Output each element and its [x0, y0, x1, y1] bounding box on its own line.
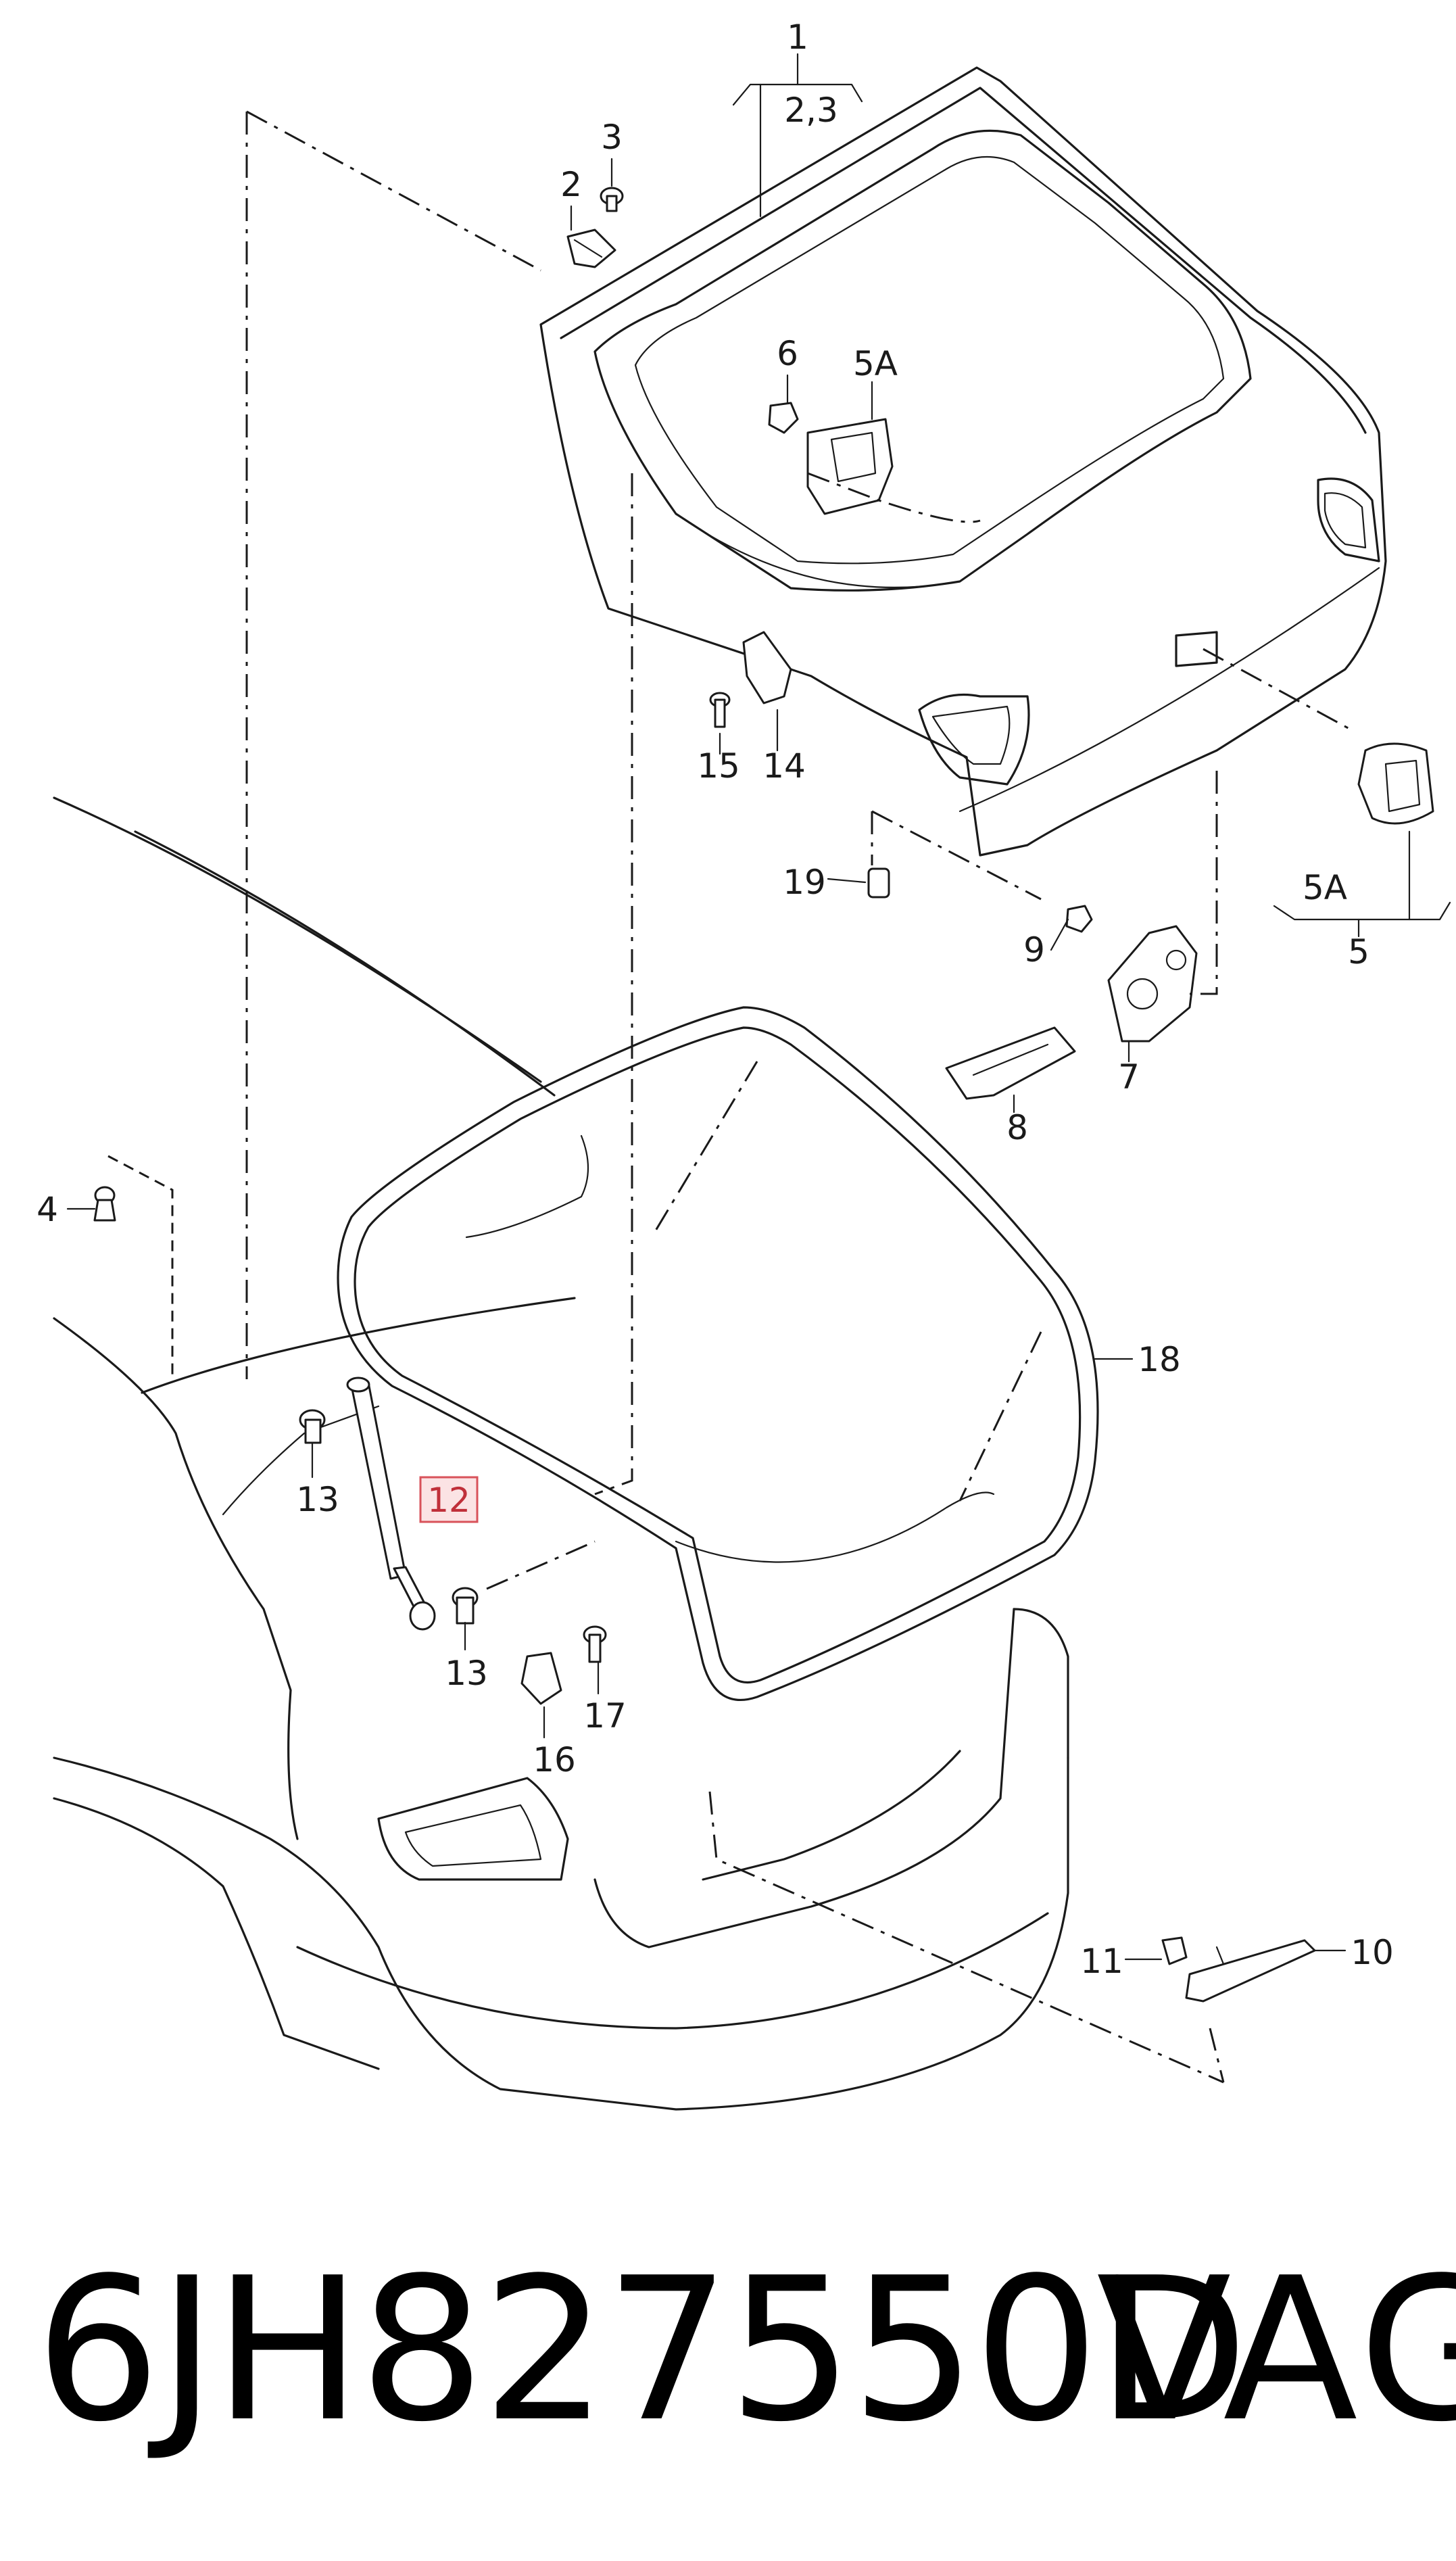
callout-19: 19: [783, 863, 826, 902]
callout-5A-bottom: 5A: [1303, 868, 1347, 907]
callout-2-3: 2,3: [784, 91, 838, 130]
tailgate-assembly: [539, 66, 1387, 857]
part-number: 6JH827550D: [35, 2235, 1248, 2465]
brand-label: VAG: [1096, 2235, 1456, 2465]
callout-3: 3: [601, 118, 623, 157]
callout-15: 15: [697, 746, 740, 786]
callout-9: 9: [1023, 930, 1045, 970]
callout-12: 12: [427, 1481, 470, 1520]
nut-11: [1161, 1936, 1188, 1965]
callout-5: 5: [1348, 932, 1369, 972]
gas-strut-12: [346, 1377, 436, 1631]
bolt-15: [709, 692, 731, 728]
bracket-2: [566, 229, 616, 268]
callout-6: 6: [777, 334, 798, 373]
callout-10: 10: [1351, 1933, 1394, 1972]
callout-2: 2: [560, 165, 582, 204]
nut-6: [768, 402, 799, 434]
nut-9: [1065, 905, 1093, 933]
assembly-lines: [107, 110, 1353, 2084]
vehicle-body: [53, 796, 1069, 2111]
handle-8: [945, 1026, 1076, 1100]
bolt-17: [583, 1625, 607, 1663]
callout-leaders: [66, 53, 1451, 1961]
callout-12-highlight-box: [419, 1476, 479, 1523]
bolt-13-lower: [452, 1587, 479, 1625]
bracket-10: [1185, 1939, 1316, 2003]
emblem-holder-5A-top: [806, 418, 894, 515]
clip-4: [93, 1186, 116, 1222]
hinge-14: [742, 631, 792, 704]
callout-17: 17: [583, 1696, 627, 1736]
callout-7: 7: [1118, 1057, 1140, 1097]
callout-13-upper: 13: [296, 1480, 339, 1519]
callout-16: 16: [533, 1740, 576, 1779]
lock-7: [1107, 925, 1198, 1043]
callout-11: 11: [1080, 1942, 1123, 1981]
bolt-13-upper: [299, 1409, 326, 1444]
callout-4: 4: [37, 1190, 58, 1229]
callout-14: 14: [762, 746, 806, 786]
bolt-3: [600, 187, 624, 212]
tailgate-seal: [337, 1006, 1099, 1701]
emblem-5: [1357, 742, 1434, 825]
striker-16: [520, 1652, 562, 1705]
buffer-19: [867, 867, 890, 899]
callout-8: 8: [1006, 1108, 1028, 1147]
callout-18: 18: [1138, 1340, 1181, 1379]
callout-1: 1: [787, 18, 808, 57]
callout-labels: 1 2,3 2 3 6 5A 15 14 19 5A 5 9 7 8 4 18 …: [37, 18, 1394, 1981]
callout-13-lower: 13: [445, 1654, 488, 1693]
callout-5A-top: 5A: [853, 344, 898, 383]
